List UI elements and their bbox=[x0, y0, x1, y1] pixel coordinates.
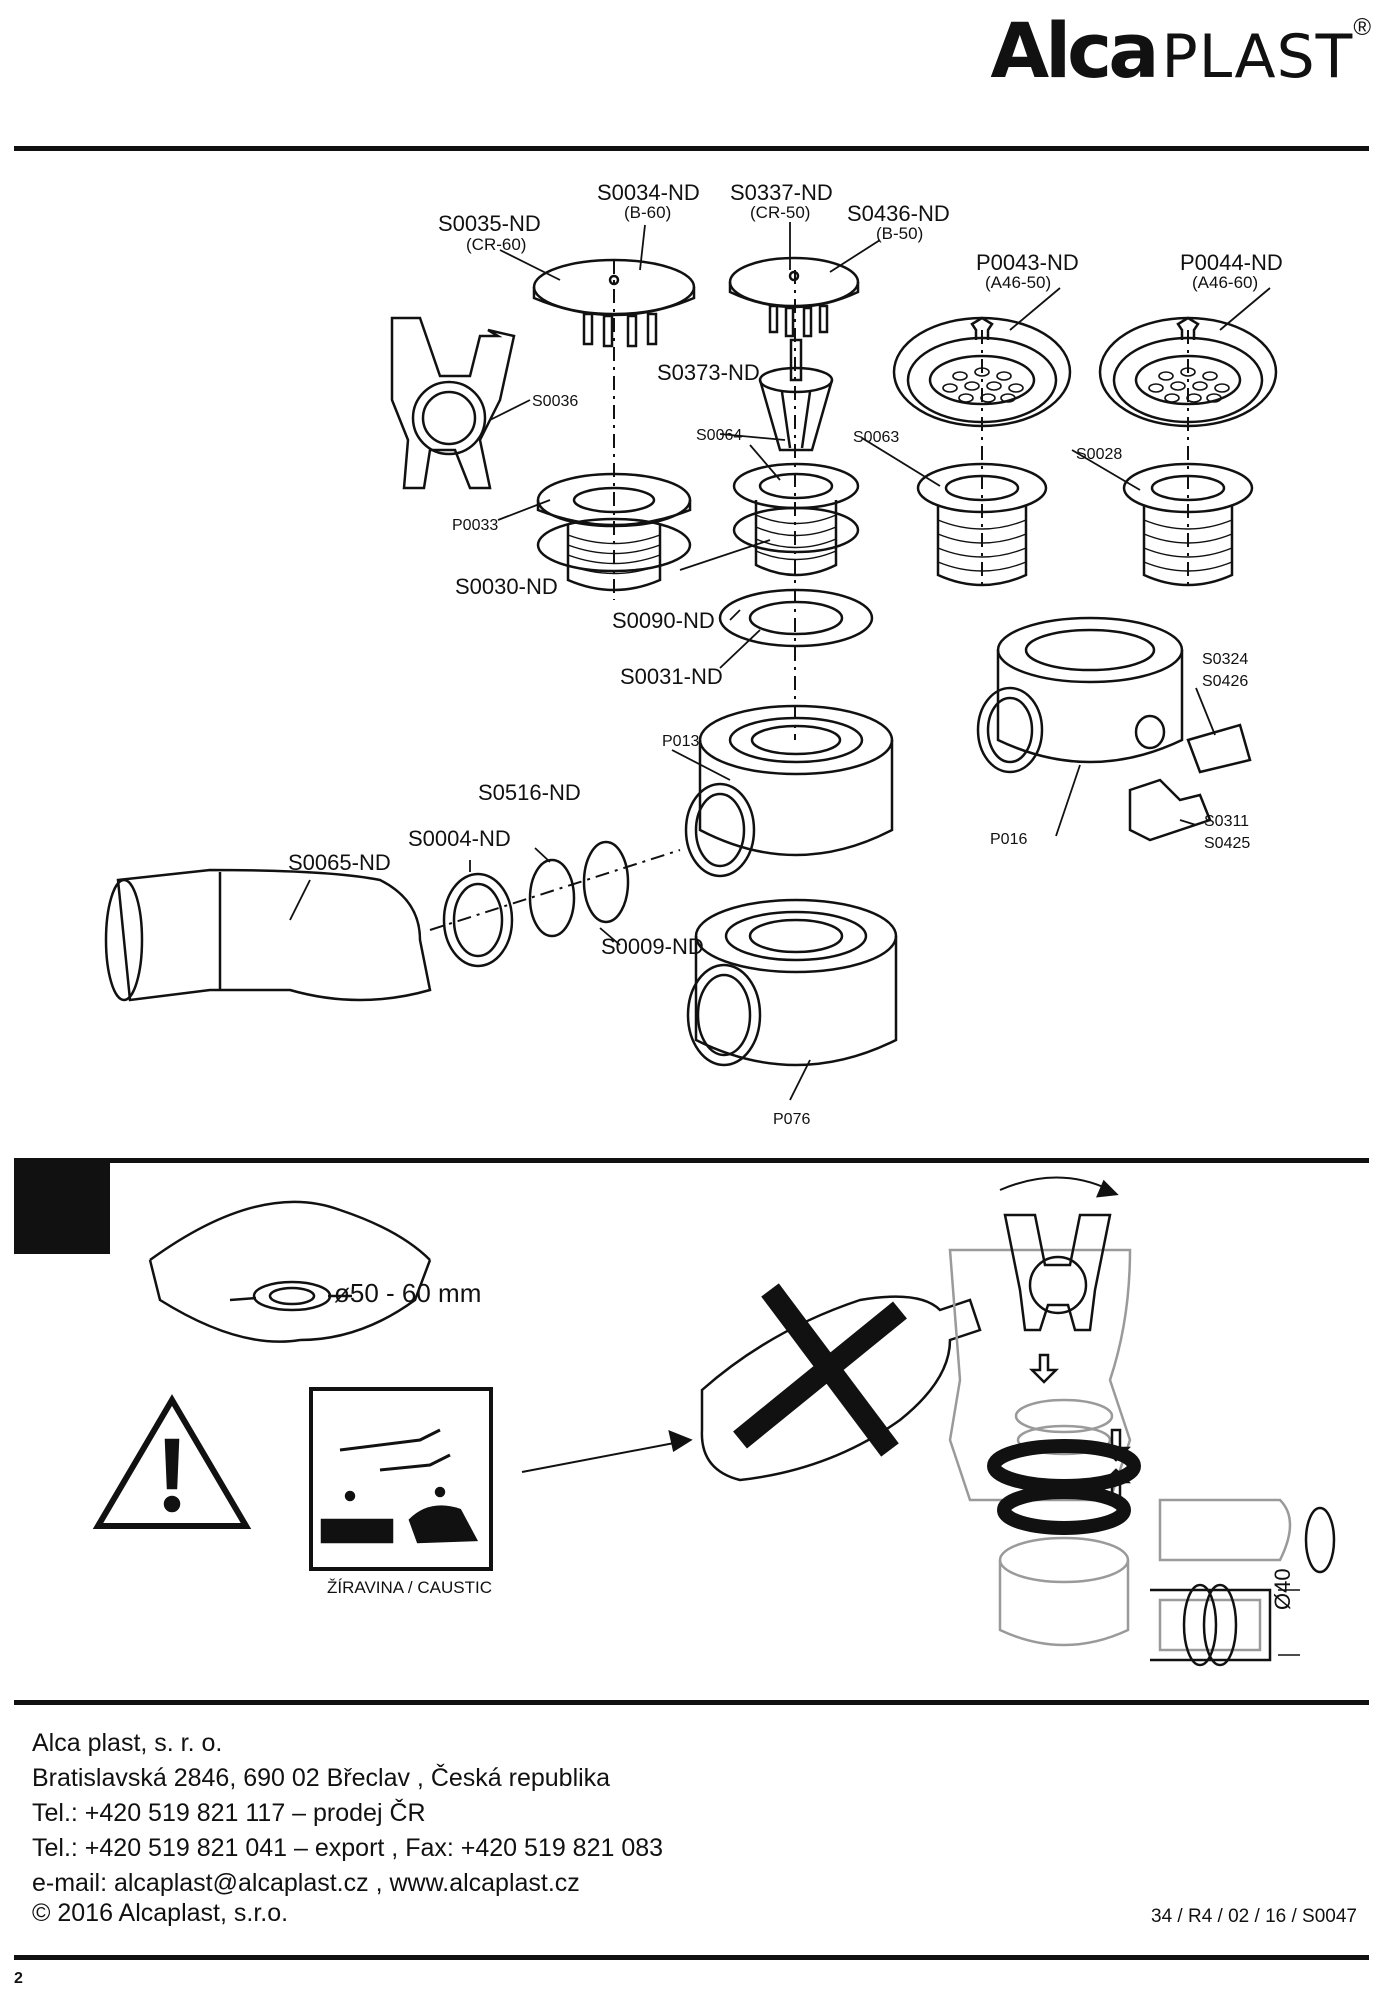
installation-sequence-drawing bbox=[948, 1248, 1292, 1652]
part-label-s0337: S0337-ND bbox=[730, 180, 833, 205]
part-label-p0044: P0044-ND bbox=[1180, 250, 1283, 275]
phone-export: Tel.: +420 519 821 041 – export , Fax: +… bbox=[32, 1834, 664, 1862]
trap-body-p076-drawing bbox=[686, 898, 898, 1067]
part-sublabel-s0034: (B-60) bbox=[624, 203, 672, 222]
part-sublabel-s0035: (CR-60) bbox=[466, 235, 527, 254]
caustic-label: ŽÍRAVINA / CAUSTIC bbox=[327, 1578, 492, 1597]
email-web: e-mail: alcaplast@alcaplast.cz , www.alc… bbox=[32, 1869, 580, 1897]
footer-divider bbox=[14, 1700, 1369, 1705]
registered-mark: ® bbox=[1353, 14, 1371, 41]
sink-corner-drawing bbox=[148, 1200, 432, 1343]
installer-tool-icon bbox=[14, 1162, 110, 1254]
phone-sales: Tel.: +420 519 821 117 – prodej ČR bbox=[32, 1799, 426, 1827]
strainer-body-50-drawing bbox=[916, 462, 1048, 587]
part-sublabel-p0043: (A46-50) bbox=[985, 273, 1052, 292]
process-arrow bbox=[521, 1429, 693, 1473]
bottom-divider bbox=[14, 1955, 1369, 1960]
copyright: © 2016 Alcaplast, s.r.o. bbox=[32, 1899, 289, 1927]
part-label-p013: P013 bbox=[662, 733, 700, 750]
part-sublabel-s0436: (B-50) bbox=[876, 224, 924, 243]
part-label-s0516: S0516-ND bbox=[478, 780, 581, 805]
part-label-s0324: S0324 bbox=[1202, 651, 1249, 668]
part-label-s0311: S0311 bbox=[1204, 813, 1250, 830]
top-divider bbox=[14, 146, 1369, 151]
part-label-s0035: S0035-ND bbox=[438, 211, 541, 236]
leader-lines bbox=[289, 222, 1271, 1101]
trap-body-p013-drawing bbox=[684, 704, 894, 878]
page-number: 2 bbox=[14, 1970, 23, 1987]
part-label-s0034: S0034-ND bbox=[597, 180, 700, 205]
company-name: Alca plast, s. r. o. bbox=[32, 1729, 223, 1757]
company-address-block: Alca plast, s. r. o. Bratislavská 2846, … bbox=[32, 1726, 663, 1901]
bent-pipe-drawing bbox=[104, 868, 432, 1002]
document-number: 34 / R4 / 02 / 16 / S0047 bbox=[1151, 1906, 1357, 1927]
grid-strainer-50-drawing bbox=[892, 316, 1072, 428]
part-label-s0426: S0426 bbox=[1202, 673, 1249, 690]
grid-strainer-60-drawing bbox=[1098, 316, 1278, 428]
brand-name-bold: Alca bbox=[990, 6, 1159, 95]
pipe-nut-and-seals-drawing bbox=[442, 840, 630, 968]
installation-key-and-seals-drawing bbox=[987, 1176, 1336, 1667]
caustic-hazard-icon bbox=[309, 1387, 493, 1571]
part-label-s0065: S0065-ND bbox=[288, 850, 391, 875]
part-sublabel-p0044: (A46-60) bbox=[1192, 273, 1259, 292]
pipe-diameter-label: Ø40 bbox=[1270, 1568, 1295, 1610]
brand-name-regular: PLAST bbox=[1161, 22, 1354, 92]
plug-cage-drawing bbox=[758, 338, 834, 452]
assembly-key-drawing bbox=[390, 316, 516, 490]
flange-body-50-drawing bbox=[718, 462, 874, 648]
cover-plate-60-drawing bbox=[532, 258, 696, 348]
prohibited-chemical-bottle-icon bbox=[700, 1283, 982, 1482]
part-label-s0009: S0009-ND bbox=[601, 934, 704, 959]
part-label-s0036: S0036 bbox=[532, 393, 579, 410]
trap-body-overflow-drawing bbox=[976, 616, 1252, 842]
part-label-p016: P016 bbox=[990, 831, 1028, 848]
part-label-s0028: S0028 bbox=[1076, 446, 1123, 463]
part-label-s0064: S0064 bbox=[696, 427, 743, 444]
part-label-p076: P076 bbox=[773, 1111, 811, 1128]
hole-diameter-label: ø50 - 60 mm bbox=[334, 1278, 482, 1308]
part-label-s0004: S0004-ND bbox=[408, 826, 511, 851]
part-label-s0090: S0090-ND bbox=[612, 608, 715, 633]
part-label-s0063: S0063 bbox=[853, 429, 900, 446]
strainer-body-60-drawing bbox=[1122, 462, 1254, 587]
cover-plate-50-drawing bbox=[728, 256, 860, 338]
warning-triangle-icon bbox=[92, 1394, 252, 1529]
part-label-p0043: P0043-ND bbox=[976, 250, 1079, 275]
part-label-s0031: S0031-ND bbox=[620, 664, 723, 689]
part-sublabel-s0337: (CR-50) bbox=[750, 203, 811, 222]
part-label-s0425: S0425 bbox=[1204, 835, 1251, 852]
part-label-s0436: S0436-ND bbox=[847, 201, 950, 226]
part-label-s0030: S0030-ND bbox=[455, 574, 558, 599]
middle-divider bbox=[14, 1158, 1369, 1163]
part-label-s0373: S0373-ND bbox=[657, 360, 760, 385]
flange-body-60-drawing bbox=[536, 472, 692, 592]
company-address: Bratislavská 2846, 690 02 Břeclav , Česk… bbox=[32, 1764, 611, 1792]
part-label-p0033: P0033 bbox=[452, 517, 499, 534]
